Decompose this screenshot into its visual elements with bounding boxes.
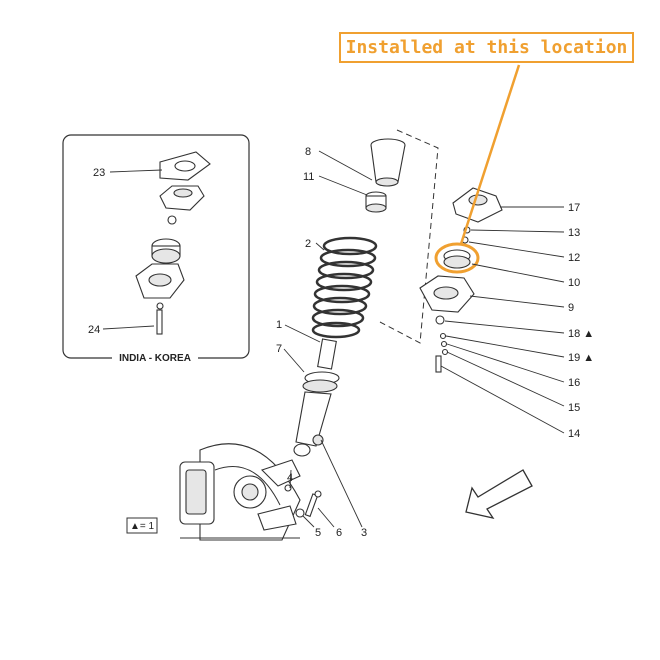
washer-15 <box>441 348 449 356</box>
leader-16 <box>446 343 565 383</box>
legend-frame <box>126 517 158 534</box>
leader-5 <box>302 515 315 528</box>
direction-arrow-icon <box>465 469 533 519</box>
label-17: 17 <box>568 202 580 214</box>
callout-text: Installed at this location <box>345 37 628 58</box>
leader-18 <box>444 320 565 334</box>
label-18: 18 ▲ <box>568 328 594 340</box>
inset-nut <box>167 215 177 225</box>
bolt-6 <box>304 490 322 518</box>
nut-5 <box>295 508 305 518</box>
label-6: 6 <box>336 527 342 539</box>
leader-14 <box>440 365 565 434</box>
inset-bolt <box>156 302 164 335</box>
legend-text: ▲= 1 <box>130 521 155 532</box>
base-plate-9 <box>419 275 475 313</box>
label-3: 3 <box>361 527 367 539</box>
leader-10 <box>471 263 565 283</box>
label-2: 2 <box>305 238 311 250</box>
bolt-14 <box>435 355 442 373</box>
exploded-bracket <box>379 129 439 344</box>
label-11: 11 <box>303 171 314 183</box>
washer-16 <box>440 340 448 348</box>
nut-18 <box>435 315 445 325</box>
label-4: 4 <box>287 472 293 484</box>
leader-7 <box>283 348 305 373</box>
leader-6 <box>317 507 335 528</box>
installation-highlight-ring <box>434 242 480 274</box>
inset-base-plate <box>135 263 185 299</box>
label-5: 5 <box>315 527 321 539</box>
label-13: 13 <box>568 227 580 239</box>
leader-13 <box>470 229 565 233</box>
label-8: 8 <box>305 146 311 158</box>
wheel-hub-assembly <box>179 443 301 541</box>
installation-callout: Installed at this location <box>339 32 634 63</box>
label-1: 1 <box>276 319 282 331</box>
label-19: 19 ▲ <box>568 352 594 364</box>
inset-top-plate <box>159 151 211 181</box>
leader-19 <box>445 335 565 358</box>
washer-4 <box>284 484 292 492</box>
leader-8 <box>318 150 373 181</box>
bump-stop <box>365 191 387 213</box>
washer-19 <box>439 332 447 340</box>
label-16: 16 <box>568 377 580 389</box>
leader-3 <box>320 439 363 528</box>
leader-1 <box>284 324 321 343</box>
bearing-10 <box>443 249 471 269</box>
label-9: 9 <box>568 302 574 314</box>
top-mount-17 <box>452 187 503 223</box>
label-15: 15 <box>568 402 580 414</box>
label-7: 7 <box>276 343 282 355</box>
dust-boot <box>370 138 406 187</box>
inset-bearing <box>151 238 181 264</box>
leader-4 <box>289 469 292 489</box>
inset-label-bg <box>112 351 198 363</box>
leader-9 <box>469 295 565 308</box>
inset-mount <box>159 185 205 211</box>
label-14: 14 <box>568 428 580 440</box>
inset-label: INDIA - KOREA <box>119 353 191 364</box>
coil-spring <box>311 236 378 339</box>
shock-absorber <box>293 338 340 457</box>
leader-12 <box>468 241 565 258</box>
label-24: 24 <box>88 324 100 336</box>
label-12: 12 <box>568 252 580 264</box>
label-10: 10 <box>568 277 580 289</box>
leader-11 <box>318 175 368 196</box>
leader-15 <box>446 351 565 407</box>
label-23: 23 <box>93 167 105 179</box>
callout-leader <box>459 64 521 245</box>
leader-2 <box>315 242 325 251</box>
